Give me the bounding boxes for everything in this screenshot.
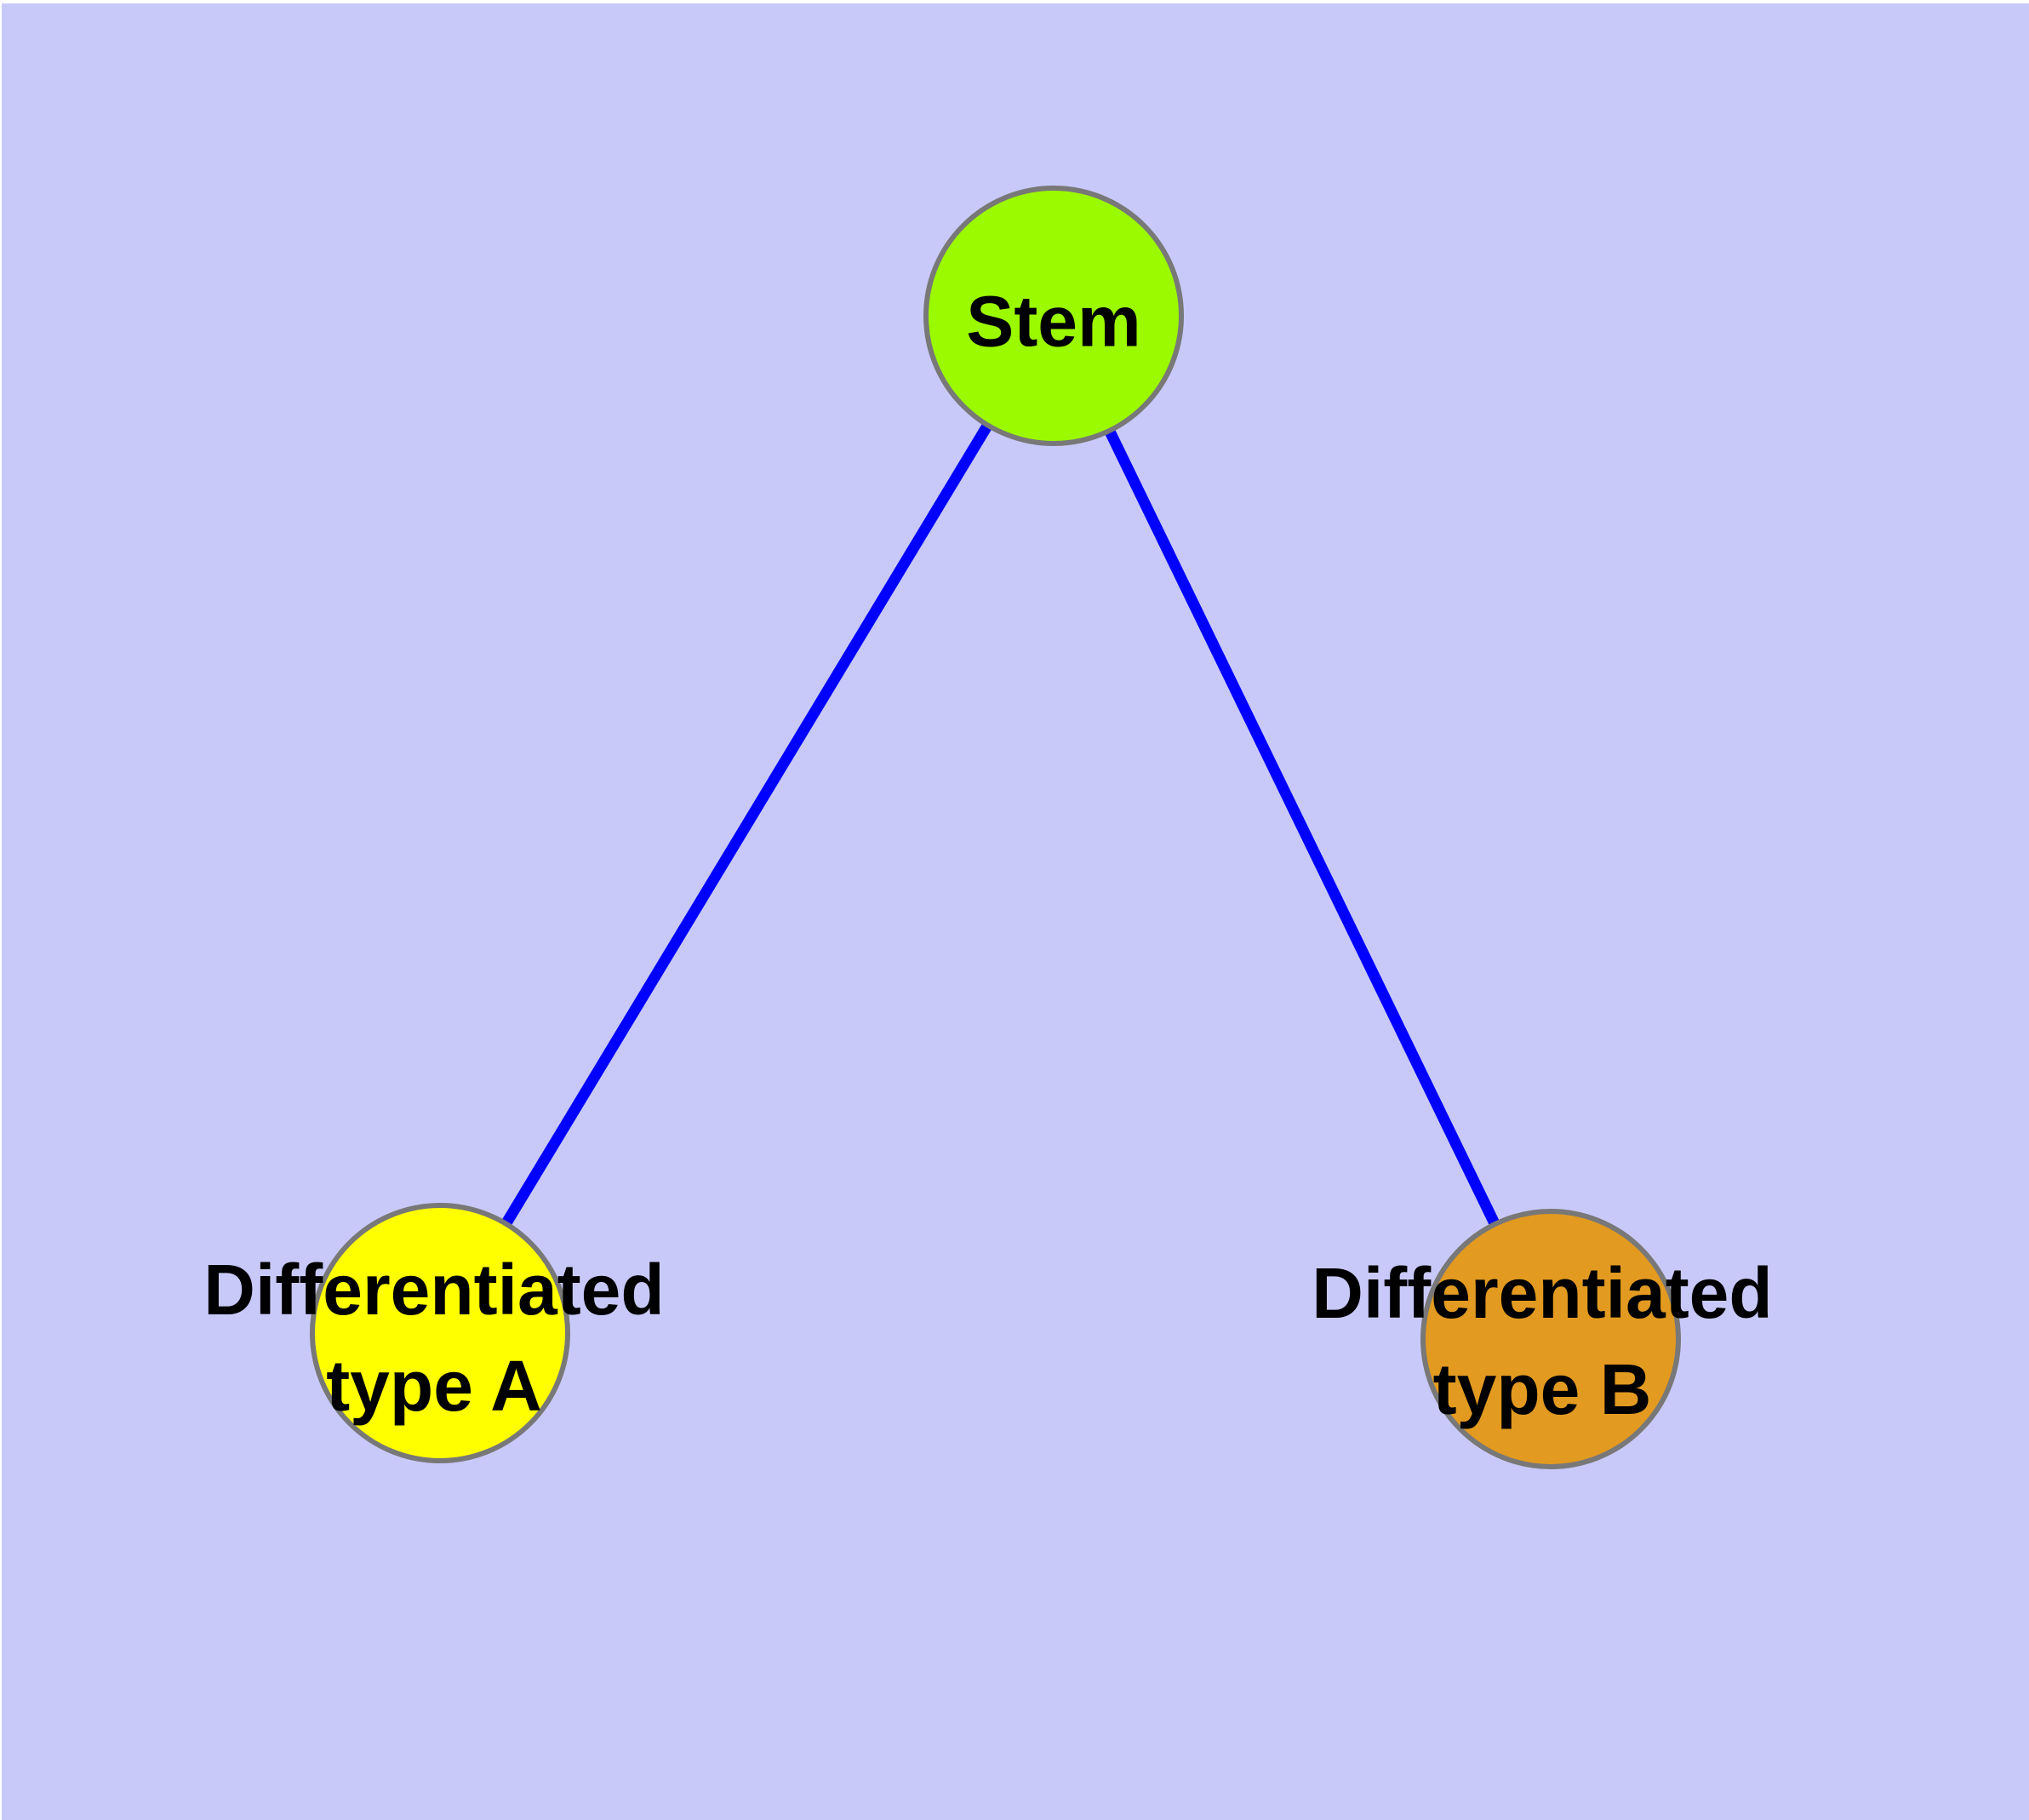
edge-stem-to-type-a: [435, 312, 1059, 1336]
graph-svg: [2, 3, 2029, 1820]
edge-stem-to-type-b: [1049, 313, 1556, 1342]
graph-canvas: Stem Differentiated type A Differentiate…: [2, 3, 2029, 1820]
node-type-b-circle: [1420, 1209, 1681, 1469]
node-type-b-label: Differentiated type B: [1312, 1253, 1773, 1429]
node-stem-circle: [923, 186, 1184, 446]
node-type-a-label: Differentiated type A: [203, 1250, 665, 1426]
node-stem-label: Stem: [966, 281, 1141, 362]
node-type-a-circle: [310, 1203, 570, 1463]
